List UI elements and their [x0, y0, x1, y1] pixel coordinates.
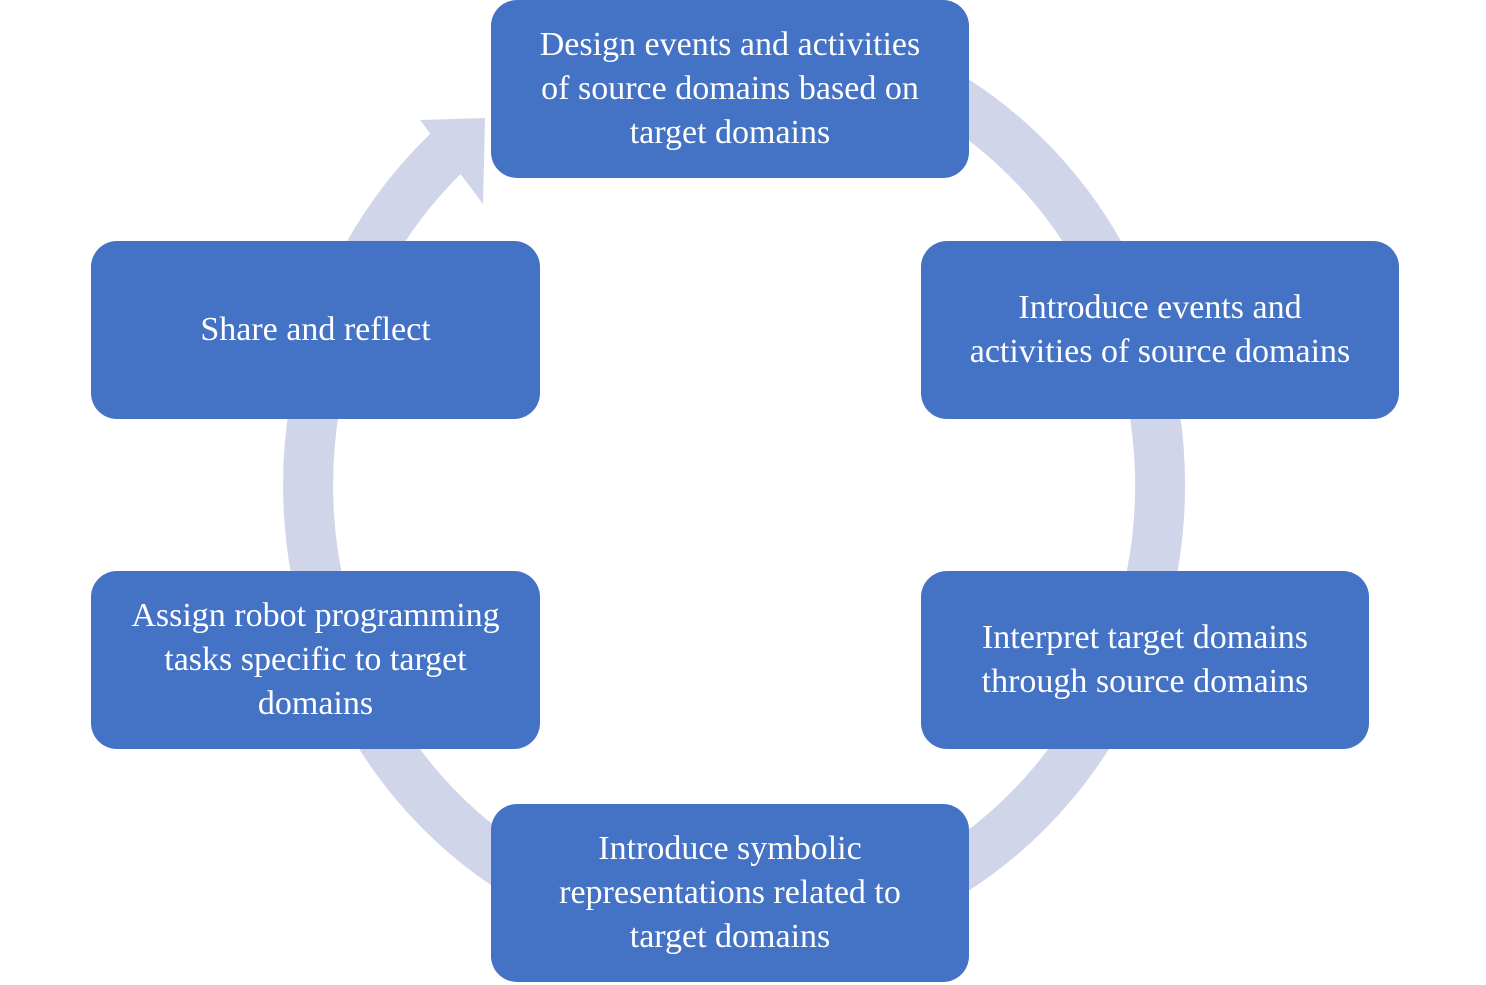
step-box-design-events: Design events and activities of source d… — [491, 0, 969, 178]
step-box-introduce-symbolic-representations: Introduce symbolic representations relat… — [491, 804, 969, 982]
step-box-introduce-events: Introduce events and activities of sourc… — [921, 241, 1399, 419]
step-label: Share and reflect — [200, 311, 431, 348]
step-label: Introduce events and activities of sourc… — [969, 289, 1351, 370]
step-box-interpret-target-domains: Interpret target domains through source … — [921, 571, 1369, 749]
step-label: Interpret target domains through source … — [981, 619, 1309, 700]
step-box-share-and-reflect: Share and reflect — [91, 241, 540, 419]
step-label: Design events and activities of source d… — [539, 26, 921, 151]
cycle-arrowhead-icon — [420, 118, 485, 204]
step-label: Introduce symbolic representations relat… — [559, 830, 901, 955]
step-box-assign-robot-tasks: Assign robot programming tasks specific … — [91, 571, 540, 749]
step-label: Assign robot programming tasks specific … — [131, 597, 500, 722]
